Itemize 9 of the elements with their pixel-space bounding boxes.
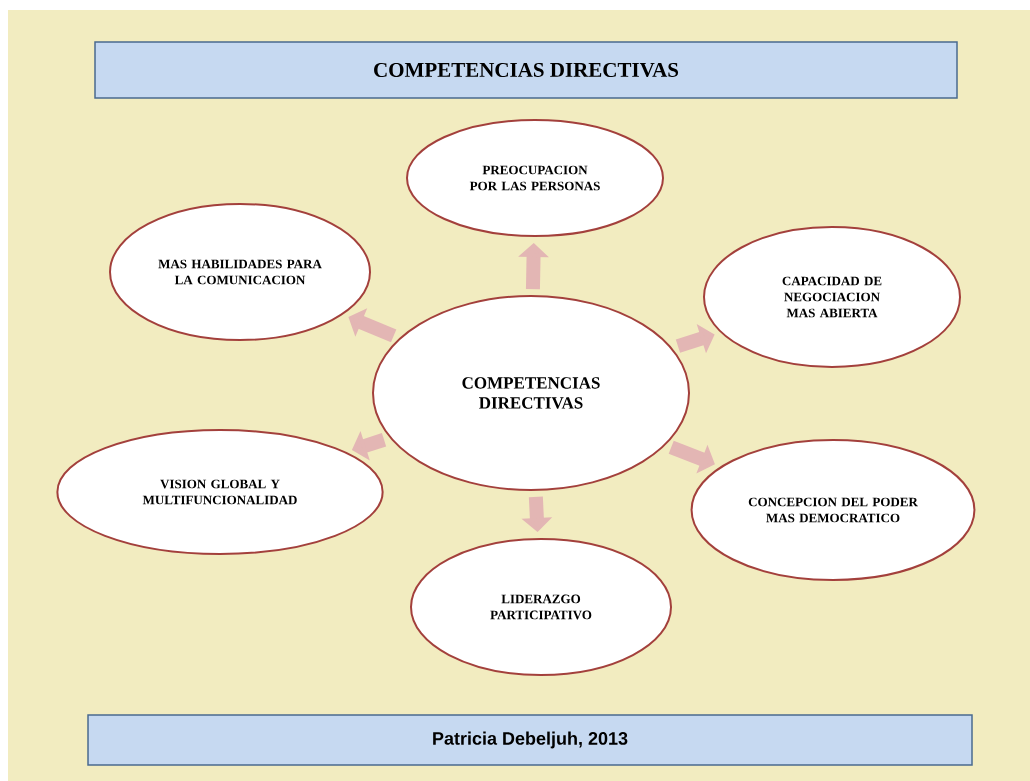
title-banner: COMPETENCIAS DIRECTIVAS <box>94 41 958 99</box>
caption-banner: Patricia Debeljuh, 2013 <box>87 714 973 766</box>
ellipse-node: CAPACIDAD DE NEGOCIACION MAS ABIERTA <box>703 226 961 368</box>
ellipse-node: COMPETENCIAS DIRECTIVAS <box>372 295 690 491</box>
ellipse-node: LIDERAZGO PARTICIPATIVO <box>410 538 672 676</box>
ellipse-node: CONCEPCION DEL PODER MAS DEMOCRATICO <box>690 439 976 581</box>
ellipse-node: PREOCUPACION POR LAS PERSONAS <box>406 119 664 237</box>
ellipse-node: MAS HABILIDADES PARA LA COMUNICACION <box>109 203 371 341</box>
ellipse-node: VISION GLOBAL Y MULTIFUNCIONALIDAD <box>56 429 384 555</box>
